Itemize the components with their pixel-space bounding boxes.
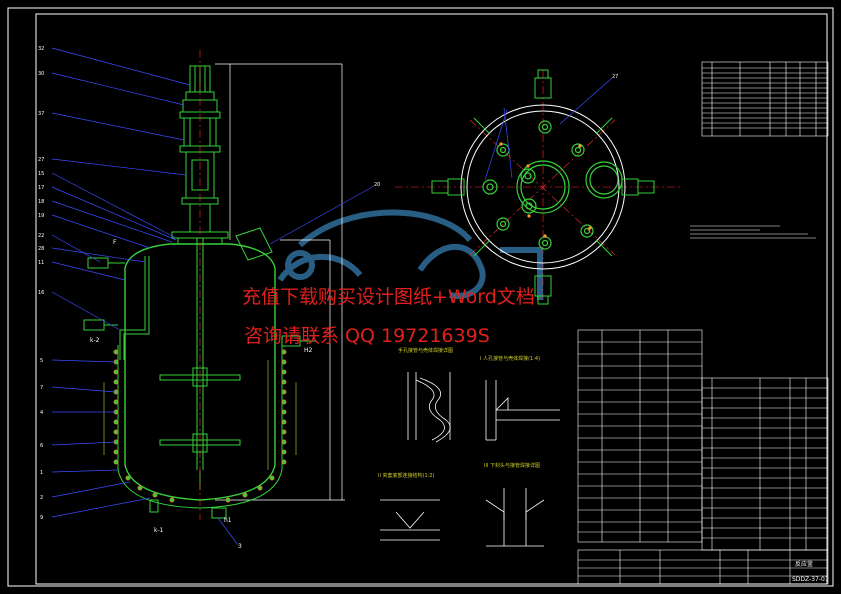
detail-2-title: I 人孔接管与壳体焊接(1:4): [480, 355, 540, 362]
part-leader-lines: [51, 47, 375, 546]
detail-1-title: 手孔接管与壳体焊接详图: [398, 347, 453, 354]
watermark-line-2-main: 咨询请联系 QQ 1972163: [244, 325, 466, 347]
title-block: 反应釜 SDDZ-37-01: [577, 549, 829, 585]
company-logo-watermark: [277, 209, 543, 300]
balloon-11: 11: [38, 260, 44, 266]
balloon-27: 27: [38, 157, 44, 163]
balloon-bottom-3: 3: [238, 543, 242, 550]
technical-notes: [690, 225, 816, 239]
balloon-30: 30: [38, 71, 44, 77]
detail-3-title: II 夹套底部连接结构(1:2): [378, 472, 435, 479]
design-data-table: [577, 329, 703, 543]
weld-detail-views: 手孔接管与壳体焊接详图 I 人孔接管与壳体焊接(1:4) II 夹套底部连接结构…: [378, 347, 560, 547]
plan-balloon-27: 27: [612, 74, 618, 80]
balloon-19: 19: [38, 213, 44, 219]
nozzle-label-k1: k-1: [154, 527, 164, 534]
parts-list-table: [701, 377, 829, 551]
dip-pipe: [119, 256, 150, 360]
balloon-5: 5: [40, 358, 43, 364]
detail-2-drawing: [485, 380, 560, 441]
title-block-name: 反应釜: [795, 560, 813, 568]
nozzle-labels: F k-2 H2 k-1 h1 3: [90, 239, 313, 550]
nozzle-schedule-table: [701, 61, 829, 137]
nozzle-label-f: F: [113, 239, 117, 246]
heating-jacket: [117, 345, 283, 509]
balloon-32: 32: [38, 46, 44, 52]
balloon-16: 16: [38, 290, 44, 296]
title-block-drawing-number: SDDZ-37-01: [792, 576, 829, 583]
plan-centerlines: [395, 70, 680, 300]
balloon-4: 4: [40, 410, 43, 416]
nozzle-label-k2: k-2: [90, 337, 100, 344]
detail-3-drawing: [380, 499, 440, 541]
plan-leaders: [484, 77, 613, 181]
watermark-line-2: 咨询请联系 QQ 19721639S: [244, 325, 490, 347]
balloon-2: 2: [40, 495, 43, 501]
balloon-20: 20: [374, 182, 380, 188]
plan-outer-circles: [460, 104, 626, 270]
balloon-22: 22: [38, 233, 44, 239]
detail-4-title: III 下封头与接管焊接详图: [484, 462, 540, 469]
plan-nozzles: [482, 120, 623, 250]
detail-4-drawing: [485, 488, 545, 547]
nozzle-label-h1: h1: [224, 517, 232, 524]
balloon-6: 6: [40, 443, 43, 449]
watermark-line-1: 充值下载购买设计图纸+Word文档: [242, 286, 535, 308]
plan-bolt-holes: [499, 142, 592, 238]
balloon-15: 15: [38, 171, 44, 177]
balloon-28: 28: [38, 246, 44, 252]
balloon-37: 37: [38, 111, 44, 117]
drawing-frame: [7, 7, 834, 587]
vessel-elevation-view: 32 30 37 27 15 17 18 19 22 28 11 16 5 7 …: [38, 46, 380, 550]
overall-height-dimension: [215, 63, 345, 501]
balloon-1: 1: [40, 470, 43, 476]
part-balloons-left: 32 30 37 27 15 17 18 19 22 28 11 16 5 7 …: [38, 46, 380, 521]
balloon-18: 18: [38, 199, 44, 205]
detail-1-drawing: [407, 372, 451, 443]
nozzle-label-h2: H2: [304, 347, 313, 354]
watermark-line-2-suffix: 9S: [466, 325, 490, 347]
balloon-17: 17: [38, 185, 44, 191]
plan-lugs: [431, 69, 655, 305]
balloon-7: 7: [40, 385, 43, 391]
vessel-plan-view: 27: [395, 69, 680, 305]
balloon-9: 9: [40, 515, 43, 521]
